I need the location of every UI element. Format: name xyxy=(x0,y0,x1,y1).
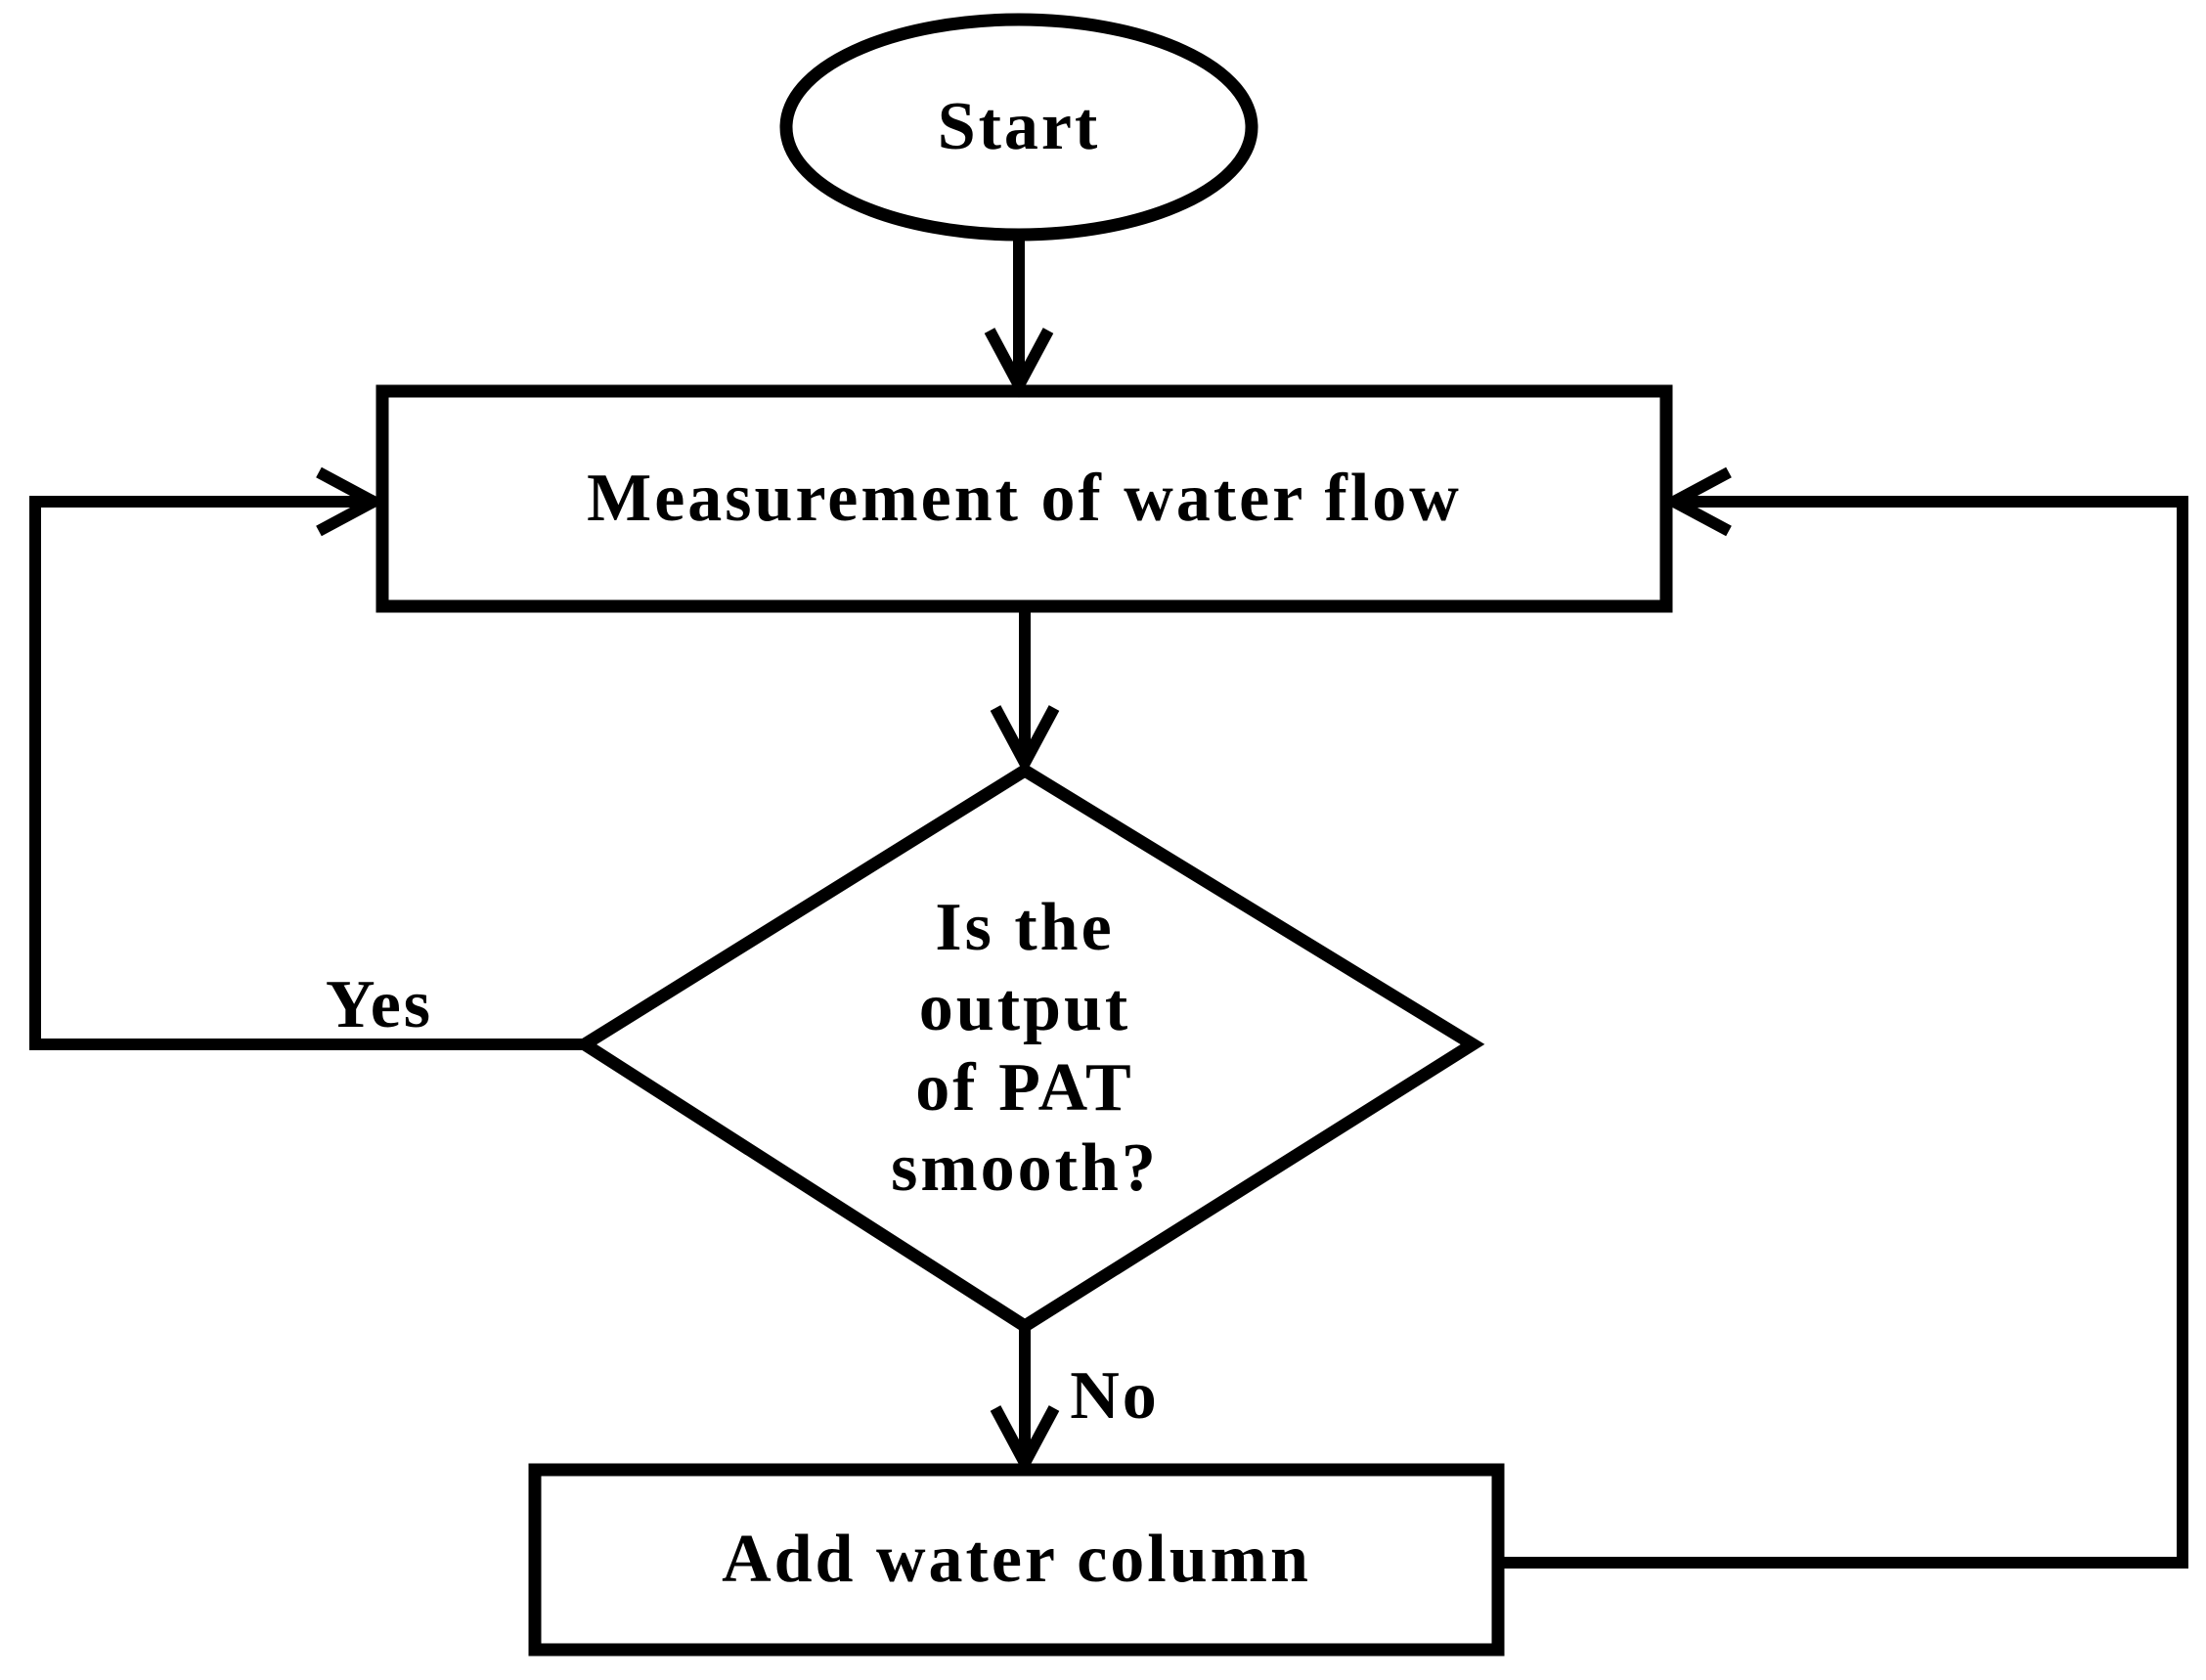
add-water-column-label: Add water column xyxy=(722,1522,1311,1597)
arrowhead-down-icon xyxy=(984,328,1054,398)
arrowhead-down-icon xyxy=(990,705,1060,775)
decision-label-line-2: output xyxy=(918,970,1131,1045)
yes-edge-label: Yes xyxy=(325,967,434,1042)
arrow-measurement-to-decision xyxy=(990,608,1060,775)
decision-diamond xyxy=(572,763,1485,1334)
arrow-return-loop-to-measurement xyxy=(1498,466,2188,1569)
arrow-yes-loop-to-measurement xyxy=(29,466,585,1050)
decision-label: Is the output of PAT smooth? xyxy=(780,886,1269,1211)
no-edge-label: No xyxy=(1070,1358,1160,1434)
decision-label-line-3: of PAT xyxy=(915,1050,1134,1126)
arrow-decision-to-add-water xyxy=(990,1327,1060,1476)
measurement-label: Measurement of water flow xyxy=(587,461,1462,536)
measurement-box xyxy=(375,384,1673,613)
arrowhead-right-icon xyxy=(316,466,386,537)
decision-label-line-1: Is the xyxy=(935,890,1115,965)
start-ellipse xyxy=(779,13,1258,242)
start-label: Start xyxy=(937,89,1101,164)
arrow-start-to-measurement xyxy=(984,237,1054,398)
arrowhead-down-icon xyxy=(990,1405,1060,1476)
decision-label-line-4: smooth? xyxy=(891,1130,1159,1206)
arrowhead-left-icon xyxy=(1661,466,1732,537)
